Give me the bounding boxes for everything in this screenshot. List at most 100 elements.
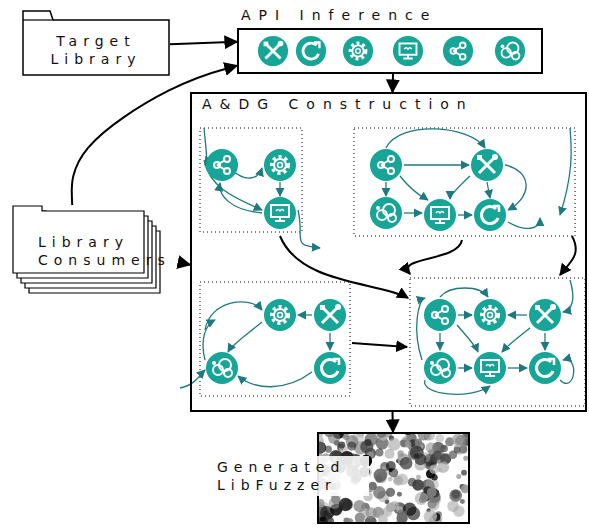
dependency-edge [203, 320, 215, 360]
api-icons [495, 36, 525, 66]
box-heading: API Inference [241, 6, 437, 24]
dependency-edge [508, 314, 527, 315]
dependency-edge [400, 176, 428, 200]
noise-dot [328, 434, 340, 444]
node-label: Library Consumers [38, 233, 178, 269]
subgraph-icons [474, 352, 506, 384]
dependency-edge [458, 314, 472, 315]
noise-dot [320, 506, 334, 520]
dependency-edge [487, 182, 490, 198]
dependency-edge [404, 212, 422, 213]
noise-dot [449, 489, 462, 502]
noise-dot [426, 442, 437, 453]
merge-arrow [352, 343, 407, 347]
noise-dot [461, 470, 467, 476]
dependency-edge [180, 128, 574, 394]
library-folder: Target Library [22, 10, 170, 76]
noise-dot [397, 492, 402, 497]
noise-dot [364, 439, 371, 446]
subgraph-icons [474, 299, 506, 331]
dependency-subgraph [200, 128, 302, 232]
subgraph-icons [471, 149, 503, 181]
noise-dot [416, 475, 421, 480]
noise-dot [347, 442, 356, 451]
flow-arrow [170, 42, 237, 45]
subgraph-icons [370, 197, 402, 229]
dependency-edge [180, 370, 205, 388]
merge-arrow [280, 236, 576, 347]
subgraph-icons [206, 149, 238, 181]
subgraph-icons [314, 352, 346, 384]
noise-dot [429, 464, 438, 473]
noise-dot [388, 438, 401, 451]
dependency-subgraph [410, 278, 585, 406]
dependency-edge [458, 214, 472, 215]
noise-dot [376, 434, 388, 440]
output-image: Generated LibFuzzer [215, 432, 470, 524]
flow-arrow [391, 74, 394, 92]
noise-dot [454, 446, 461, 453]
subgraph-icons [474, 199, 506, 231]
noise-dot [386, 503, 396, 513]
flow-arrow [72, 66, 237, 205]
dependency-edge [457, 325, 478, 352]
process-box: API Inference [237, 28, 543, 74]
dependency-edge [385, 182, 386, 196]
noise-dot [405, 441, 412, 448]
folder-outline [23, 11, 169, 75]
noise-dot [404, 435, 411, 442]
noise-dot [415, 492, 428, 505]
noise-dot [425, 434, 435, 441]
noise-dot [353, 500, 365, 512]
api-icons [393, 36, 423, 66]
noise-dot [414, 453, 419, 458]
subgraph-icons [424, 299, 456, 331]
subgraph-icons [424, 199, 456, 231]
noise-dot [386, 461, 396, 471]
noise-dot [415, 439, 422, 446]
noise-dot [374, 469, 387, 482]
api-icons [343, 36, 373, 66]
noise-dot [456, 474, 461, 479]
dependency-edge [220, 183, 262, 213]
dependency-edge [544, 333, 545, 350]
dependency-subgraph [200, 282, 350, 396]
dependency-edge [404, 164, 469, 165]
process-box: A&DG Construction [190, 92, 587, 412]
noise-dot [382, 466, 386, 470]
noise-dot [343, 434, 349, 440]
dependency-edge [439, 333, 440, 350]
dependency-subgraph [354, 128, 575, 236]
folder-outline [23, 19, 53, 20]
dependency-edge [502, 328, 530, 352]
node-label: Target Library [30, 32, 162, 68]
dependency-edge [228, 322, 262, 352]
noise-dot [435, 434, 444, 443]
api-icons [258, 36, 288, 66]
dependency-edge [450, 176, 470, 199]
dependency-edge [329, 333, 330, 350]
subgraph-icons [424, 352, 456, 384]
subgraph-icons [529, 299, 561, 331]
dependency-edge [560, 360, 574, 384]
box-heading: A&DG Construction [200, 95, 476, 113]
noise-dot [396, 512, 407, 522]
dependency-edge [298, 210, 320, 248]
noise-dot [397, 450, 403, 456]
subgraph-icons [370, 149, 402, 181]
noise-dot [408, 478, 417, 487]
noise-dot [357, 434, 364, 438]
noise-dot [373, 486, 386, 499]
noise-dot [463, 456, 468, 461]
dependency-edge [458, 367, 472, 368]
dependency-edge [560, 128, 571, 215]
subgraph-icons [264, 149, 296, 181]
dependency-edge [505, 165, 526, 210]
dependency-edge [386, 129, 485, 148]
noise-dot [388, 477, 393, 482]
dependency-edge [563, 280, 573, 312]
api-icons [258, 36, 525, 66]
subgraph-icons [314, 299, 346, 331]
subgraph-icons [529, 352, 561, 384]
